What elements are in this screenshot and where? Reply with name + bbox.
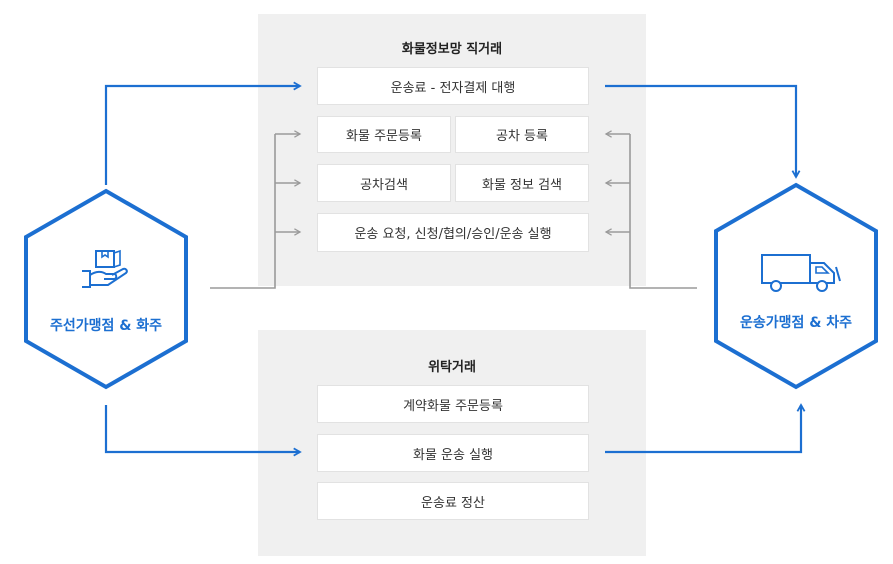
right-node-label: 운송가맹점 & 차주 (739, 315, 853, 331)
left-to-transport-arrow (104, 405, 300, 452)
transport-flow-box: 운송 요청, 신청/협의/승인/운송 실행 (317, 213, 589, 252)
left-hexagon (24, 188, 188, 390)
right-hexagon (714, 182, 878, 390)
left-bracket-connector (210, 134, 276, 289)
transport-exec-box: 화물 운송 실행 (317, 434, 589, 472)
right-bracket-connector (629, 134, 697, 289)
payment-to-right-arrow (605, 84, 796, 177)
direct-trade-title: 화물정보망 직거래 (401, 42, 503, 57)
settlement-box: 운송료 정산 (317, 482, 589, 520)
left-node-label: 주선가맹점 & 화주 (49, 318, 163, 334)
hand-box-icon (80, 247, 132, 291)
freight-search-box: 화물 정보 검색 (455, 164, 589, 202)
empty-car-register-box: 공차 등록 (455, 116, 589, 153)
contract-order-box: 계약화물 주문등록 (317, 385, 589, 423)
truck-icon (758, 251, 844, 295)
payment-agency-box: 운송료 - 전자결제 대행 (317, 67, 589, 105)
empty-car-search-box: 공차검색 (317, 164, 451, 202)
transport-to-right-arrow (605, 405, 801, 454)
consign-trade-title: 위탁거래 (428, 360, 476, 375)
order-register-box: 화물 주문등록 (317, 116, 451, 153)
left-to-payment-arrow (104, 86, 300, 185)
